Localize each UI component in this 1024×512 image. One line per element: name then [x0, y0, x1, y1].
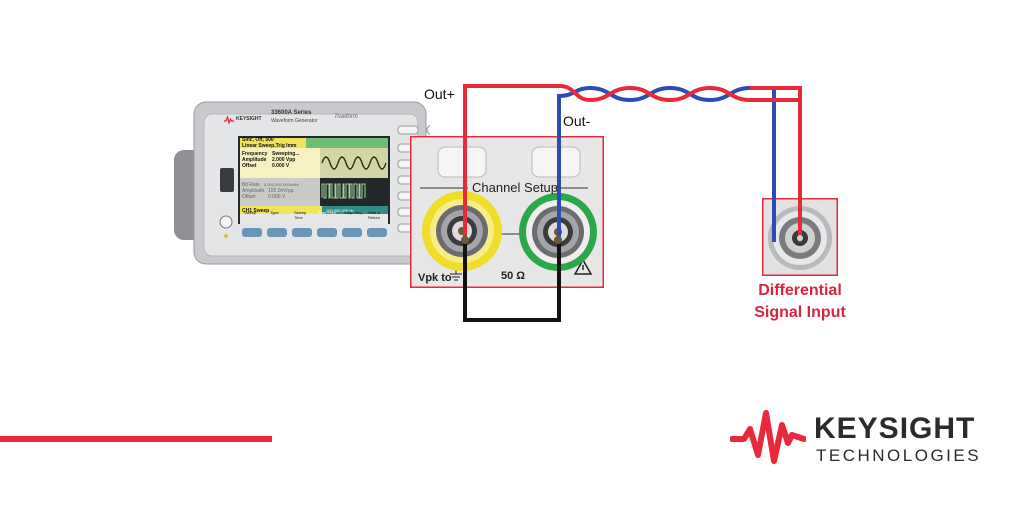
softkey-6[interactable]: Hold & Return [368, 210, 381, 220]
instrument-subtitle: Waveform Generator [271, 118, 318, 124]
display-bitrate-value: 5.000,000,000kbit/s [264, 182, 299, 187]
display-amp-label: Amplitude [242, 157, 267, 163]
instrument-trueform: Trueform [334, 114, 358, 120]
softkey-3[interactable]: Sweep Time [294, 210, 307, 220]
differential-signal-input-label: Differential Signal Input [740, 280, 860, 324]
display-sweep-label: CH1 Sweep [242, 208, 270, 214]
instrument-display: Sinc, Off, 500 Linear Sweep,Trig Imm Fre… [238, 136, 390, 224]
signal-generator [174, 101, 430, 265]
display-off-value: 0.000 V [272, 163, 290, 169]
keysight-mini-logo-icon [224, 116, 234, 124]
out-minus-label: Out- [563, 113, 591, 129]
display-amp-value: 2.000 Vpp [272, 157, 296, 163]
display-line2: Linear Sweep,Trig Imm [242, 143, 297, 149]
out-plus-label: Out+ [424, 86, 455, 102]
instrument-header: KEYSIGHT 33600A Series Waveform Generato… [224, 104, 364, 138]
display-off2-label: Offset [242, 194, 256, 200]
logo-name-line2: TECHNOLOGIES [816, 446, 982, 465]
bnc-connector-yellow [422, 191, 502, 271]
display-bitrate-label: Bit Rate [242, 182, 260, 188]
vpk-label: Vpk to [418, 272, 452, 284]
accent-line [0, 436, 272, 442]
ohm-label: 50 Ω [501, 270, 526, 282]
softkey-4[interactable]: Start Freq [318, 210, 336, 215]
display-off2-value: 0.000 V [268, 194, 286, 200]
softkey-1[interactable]: Sweep [244, 210, 257, 215]
display-freq-value: Sweeping... [272, 151, 300, 157]
logo-name-line1: KEYSIGHT [814, 412, 976, 445]
softkey-5[interactable]: Stop Freq [344, 210, 362, 215]
instrument-series: 33600A Series [271, 110, 312, 116]
display-amp2-label: Amplitude [242, 188, 265, 194]
softkey-2[interactable]: Type [270, 210, 279, 215]
red-wire [463, 84, 802, 242]
blue-wire [557, 85, 776, 242]
instrument-brand: KEYSIGHT [236, 116, 262, 122]
channel-setup-label: Channel Setup [472, 180, 559, 195]
black-ground-wire [463, 242, 561, 322]
display-sweep-value: 100.000,000 Hz [326, 208, 355, 213]
softkey-labels: Sweep Type Sweep Time Start Freq Stop Fr… [240, 210, 390, 222]
display-freq-label: Frequency [242, 151, 268, 157]
display-off-label: Offset [242, 163, 257, 169]
diff-label-line2: Signal Input [754, 304, 846, 321]
display-amp2-value: 100.0mVpp [268, 188, 294, 194]
display-line1: Sinc, Off, 500 [242, 137, 274, 143]
diff-label-line1: Differential [758, 282, 842, 299]
keysight-wave-logo-icon [730, 410, 806, 464]
